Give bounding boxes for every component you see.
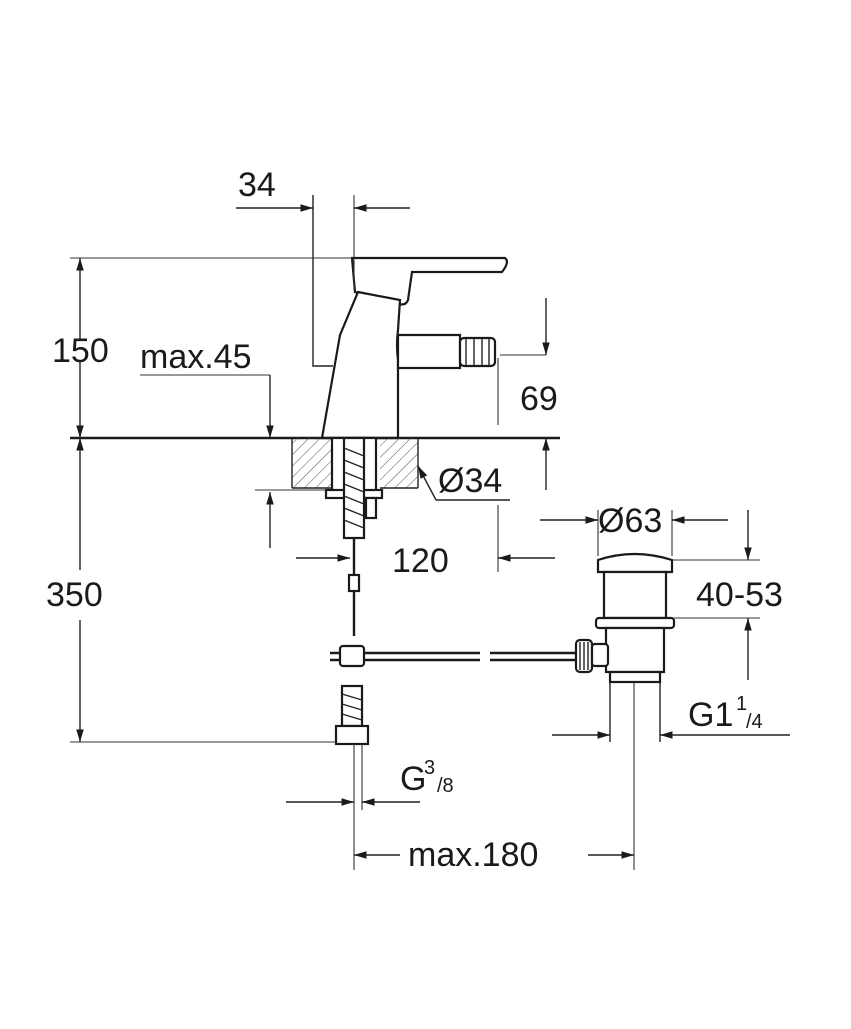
dim-label-waste-distance: max.180 — [408, 836, 538, 874]
dim-label-top-width: 34 — [238, 166, 276, 204]
mounting-shank — [324, 436, 384, 540]
svg-text:1: 1 — [736, 693, 747, 715]
waste-outlet — [608, 670, 662, 684]
svg-text:/8: /8 — [437, 775, 454, 797]
dim-label-waste-diameter: Ø63 — [598, 502, 662, 540]
svg-text:/4: /4 — [746, 711, 763, 733]
dim-label-hole-diameter: Ø34 — [438, 462, 502, 500]
supply-connector — [334, 724, 370, 746]
dim-label-total-height: 350 — [46, 576, 103, 614]
dim-label-supply-thread: G 3 /8 — [400, 757, 454, 798]
spout-nozzle — [458, 336, 497, 368]
waste-cap — [596, 552, 674, 574]
dimension-lines — [76, 204, 790, 859]
dim-label-waste-thread: G1 1 /4 — [688, 693, 763, 734]
dim-label-deck-thickness: 120 — [392, 542, 449, 580]
waste-flange — [594, 616, 676, 630]
dim-label-height-upper: 150 — [52, 332, 109, 370]
dim-label-lever-clearance: max.45 — [140, 338, 252, 376]
waste-upper-body — [602, 570, 668, 620]
faucet-body — [312, 195, 509, 440]
svg-text:3: 3 — [424, 757, 435, 779]
faucet-column — [320, 290, 402, 440]
waste-valve — [590, 552, 676, 742]
svg-text:G: G — [400, 760, 426, 798]
dimension-labels: 34 150 max.45 69 Ø34 120 350 Ø63 40-53 G… — [46, 166, 783, 874]
spout-arm — [396, 333, 462, 370]
supply-hose — [334, 684, 370, 746]
dim-label-waste-range: 40-53 — [696, 576, 783, 614]
waste-lower-body — [604, 626, 666, 674]
dim-label-spout-height: 69 — [520, 380, 558, 418]
svg-text:G1: G1 — [688, 696, 733, 734]
